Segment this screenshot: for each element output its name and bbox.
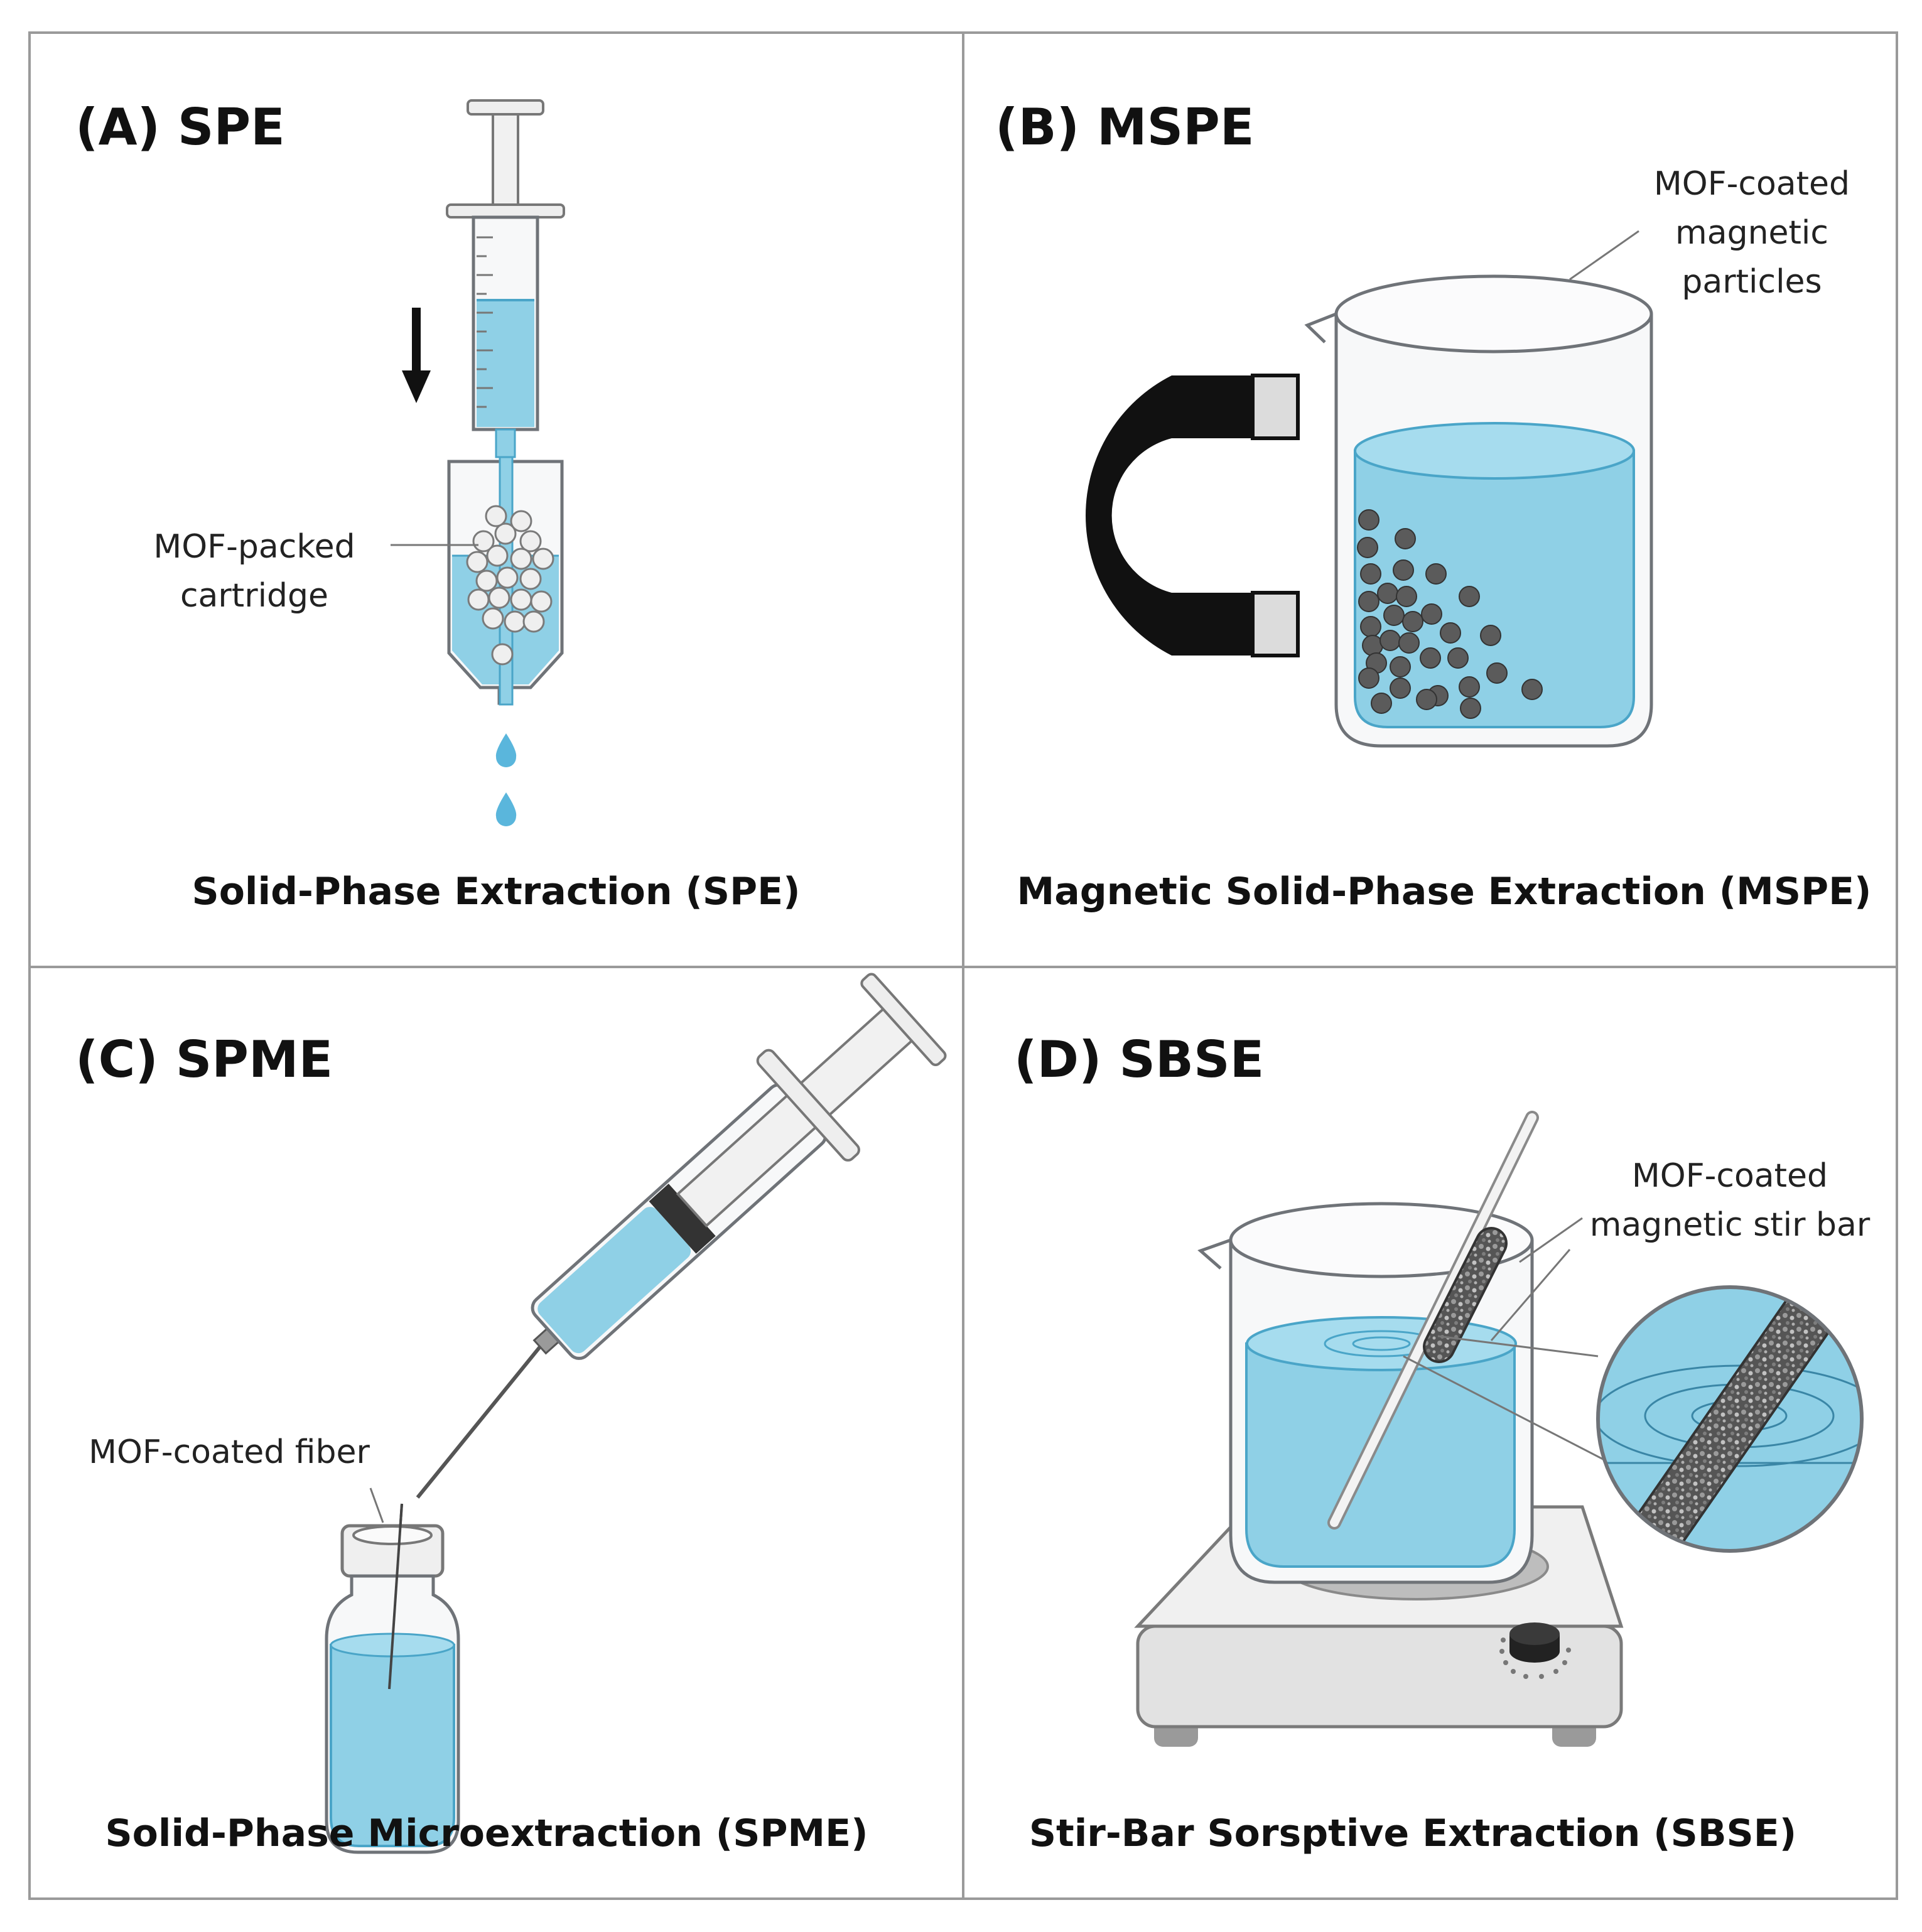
syringe-icon <box>531 973 947 1360</box>
vial-icon <box>325 1503 460 1854</box>
panel-a-title: (A) SPE <box>75 98 285 156</box>
stir-bar-label-line1: MOF-coated <box>1632 1157 1828 1195</box>
fiber-leader <box>369 1487 384 1523</box>
needle <box>416 1346 542 1499</box>
panel-d-title: (D) SBSE <box>1014 1030 1264 1089</box>
panel-a: (A) SPE <box>75 98 801 914</box>
knob-icon <box>1509 1622 1560 1663</box>
panel-grid <box>28 31 1898 1900</box>
panel-c: (C) SPME MOF-coated fiber Solid-Phase Mi… <box>75 973 947 1855</box>
stir-bar-leader-2 <box>1490 1249 1571 1341</box>
droplet-icon <box>495 733 517 826</box>
cartridge-label-line2: cartridge <box>180 577 328 615</box>
down-arrow-icon <box>402 308 431 403</box>
cartridge-label-line1: MOF-packed <box>153 528 355 566</box>
panel-a-caption: Solid-Phase Extraction (SPE) <box>192 870 801 914</box>
zoom-inset <box>1403 1285 1864 1553</box>
syringe-icon <box>446 99 565 458</box>
stir-bar-label-line2: magnetic stir bar <box>1590 1206 1871 1244</box>
panel-b-caption: Magnetic Solid-Phase Extraction (MSPE) <box>1017 870 1872 914</box>
panel-c-caption: Solid-Phase Microextraction (SPME) <box>105 1811 868 1855</box>
particles-label-line2: magnetic <box>1675 214 1828 252</box>
panel-c-title: (C) SPME <box>75 1030 333 1089</box>
particles-label-line3: particles <box>1682 263 1822 301</box>
fiber-label: MOF-coated fiber <box>89 1433 370 1471</box>
stir-bar-leader-1 <box>1519 1217 1583 1263</box>
panel-d: (D) SBSE <box>1014 1030 1871 1855</box>
cartridge-icon <box>447 456 564 706</box>
panel-d-caption: Stir-Bar Sorsptive Extraction (SBSE) <box>1029 1811 1796 1855</box>
magnetic-particles <box>1357 509 1543 719</box>
stir-bar-icon <box>1327 1111 1539 1530</box>
particles-label-line1: MOF-coated <box>1654 165 1850 203</box>
magnet-icon <box>1086 374 1300 657</box>
particles-leader <box>1569 230 1639 281</box>
panel-b: (B) MSPE <box>995 98 1871 914</box>
panel-b-title: (B) MSPE <box>995 98 1254 156</box>
